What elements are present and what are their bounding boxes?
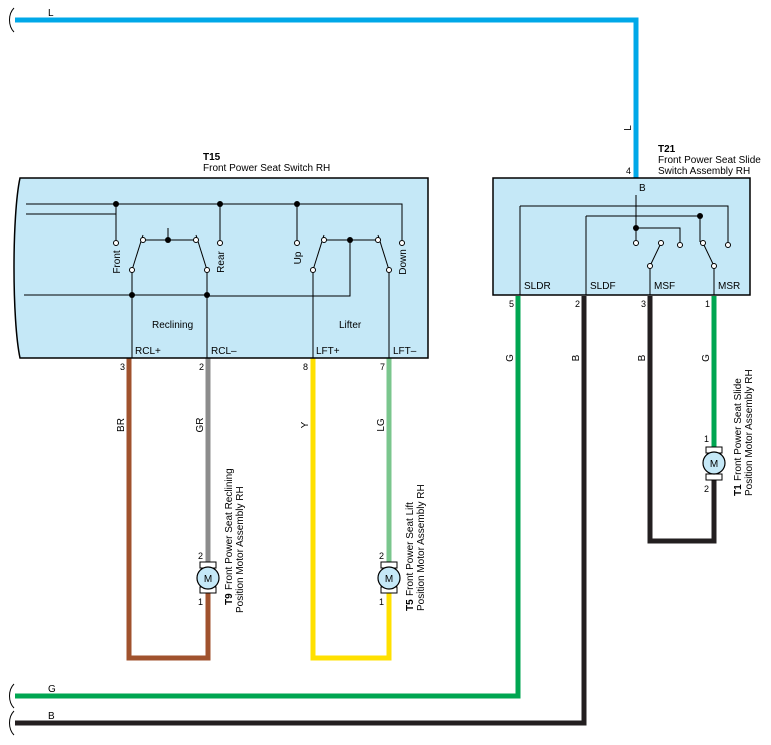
t21-name-line1: Front Power Seat Slide (658, 155, 761, 166)
t5-motor-symbol: M (385, 574, 393, 585)
t5-pin-top: 2 (379, 551, 384, 561)
t9-code: T9 (224, 593, 235, 605)
t1-code: T1 (733, 484, 744, 496)
t9-motor (196, 561, 220, 594)
t15-pin-lft-plus: 8 (303, 362, 308, 372)
break-mark-top (9, 7, 15, 33)
wire-label-rcl-minus: GR (195, 418, 206, 433)
t15-pin-rcl-minus: 2 (199, 362, 204, 372)
t21-internal-circuit (519, 195, 731, 295)
t1-name-line2: Position Motor Assembly RH (744, 369, 755, 496)
t21-pin-sldf: 2 (575, 299, 580, 309)
wire-rcl-plus-br (126, 358, 211, 661)
t21-name-line2: Switch Assembly RH (658, 166, 750, 177)
t21-msf-terminal: MSF (654, 281, 675, 292)
t15-lft-plus-terminal: LFT+ (316, 346, 340, 357)
t15-rear-label: Rear (216, 250, 227, 272)
t21-msr-terminal: MSR (718, 281, 740, 292)
t15-lifter-label: Lifter (339, 320, 362, 331)
t5-name-line2: Position Motor Assembly RH (416, 484, 427, 611)
t9-name-line1: Front Power Seat Reclining (224, 468, 235, 590)
t15-code: T15 (203, 152, 221, 163)
t21-pin-msf: 3 (641, 299, 646, 309)
t21-pin-b: 4 (626, 166, 631, 176)
t1-motor-symbol: M (710, 459, 718, 470)
t15-internal-circuit (24, 201, 405, 358)
wire-label-msf: B (637, 354, 648, 361)
t15-pin-rcl-plus: 3 (120, 362, 125, 372)
t1-pin-top: 1 (704, 434, 709, 444)
wire-label-lft-minus: LG (376, 418, 387, 432)
wire-label-b-bottom: B (48, 711, 55, 722)
wire-label-sldf: B (571, 354, 582, 361)
wire-label-lft-plus: Y (300, 421, 311, 428)
t15-reclining-label: Reclining (152, 320, 193, 331)
t15-pin-lft-minus: 7 (380, 362, 385, 372)
t5-pin-bottom: 1 (379, 597, 384, 607)
t5-motor (377, 561, 401, 594)
t21-sldf-terminal: SLDF (590, 281, 616, 292)
wire-label-slide-feed: L (623, 125, 634, 131)
t15-front-label: Front (112, 250, 123, 274)
wire-label-rcl-plus: BR (116, 418, 127, 432)
t15-lft-minus-terminal: LFT– (393, 346, 417, 357)
t15-rcl-minus-terminal: RCL– (211, 346, 237, 357)
wire-label-l-top: L (48, 8, 54, 19)
t9-pin-bottom: 1 (198, 597, 203, 607)
wire-msf-b (647, 296, 717, 544)
t15-name: Front Power Seat Switch RH (203, 163, 330, 174)
t1-pin-bottom: 2 (704, 484, 709, 494)
t21-switch-box (492, 177, 751, 296)
t9-motor-symbol: M (204, 574, 212, 585)
t21-pin-msr: 1 (705, 299, 710, 309)
wire-label-msr: G (701, 354, 712, 362)
t1-motor (702, 446, 726, 481)
t5-name-line1: Front Power Seat Lift (405, 502, 416, 596)
wire-b-bottom (15, 296, 587, 726)
t21-b-terminal: B (639, 183, 646, 194)
t15-down-label: Down (398, 249, 409, 275)
break-mark-g (9, 683, 15, 709)
t21-sldr-terminal: SLDR (524, 281, 551, 292)
t21-code: T21 (658, 144, 676, 155)
t15-up-label: Up (293, 251, 304, 264)
t9-pin-top: 2 (198, 551, 203, 561)
t15-rcl-plus-terminal: RCL+ (135, 346, 161, 357)
wire-l-top (15, 17, 639, 178)
wire-lft-plus-y (310, 358, 392, 661)
wire-g-bottom (15, 296, 521, 699)
t21-pin-sldr: 5 (509, 299, 514, 309)
break-mark-b (9, 710, 15, 736)
t9-name-line2: Position Motor Assembly RH (235, 486, 246, 613)
t15-switch-box (13, 177, 429, 359)
t5-code: T5 (405, 599, 416, 611)
t1-name-line1: Front Power Seat Slide (733, 378, 744, 481)
wire-label-sldr: G (505, 354, 516, 362)
wire-label-g-bottom: G (48, 684, 56, 695)
